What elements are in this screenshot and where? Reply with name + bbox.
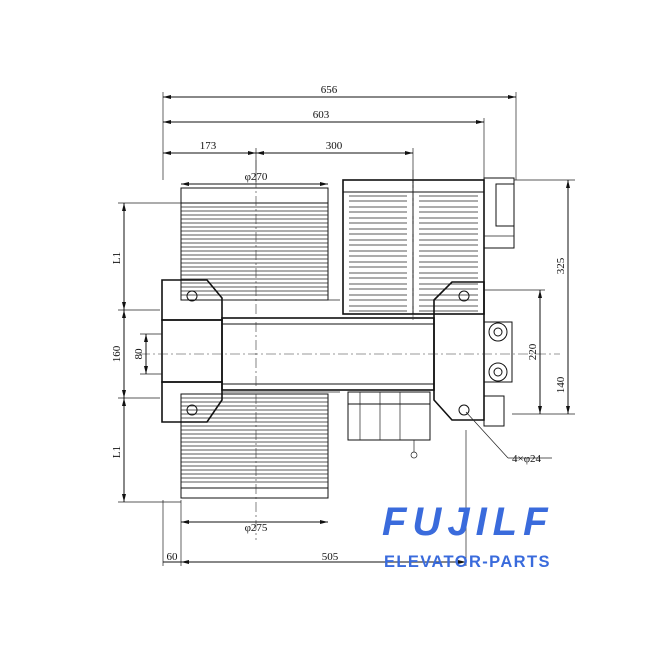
top-dimensions: 656 603 173 300 φ270 bbox=[162, 84, 517, 186]
dim-60: 60 bbox=[167, 551, 179, 563]
dim-220: 220 bbox=[527, 343, 539, 360]
brake-assembly bbox=[347, 391, 431, 459]
dim-160: 160 bbox=[111, 345, 123, 362]
upper-sheave bbox=[180, 187, 329, 301]
dim-l1-lower: L1 bbox=[111, 446, 123, 458]
dim-505: 505 bbox=[322, 551, 339, 563]
dim-656: 656 bbox=[321, 84, 338, 96]
dim-holes: 4×φ24 bbox=[512, 453, 542, 465]
right-bracket bbox=[433, 281, 513, 427]
center-lines bbox=[140, 160, 560, 540]
dim-phi-275: φ275 bbox=[245, 522, 268, 534]
motor-housing bbox=[342, 177, 515, 315]
bottom-dimensions: φ275 60 505 bbox=[162, 430, 467, 566]
dim-325: 325 bbox=[555, 257, 567, 274]
right-dimensions: 325 220 140 4×φ24 bbox=[465, 179, 575, 465]
dim-140: 140 bbox=[555, 376, 567, 393]
lower-sheave bbox=[180, 393, 329, 499]
left-bracket bbox=[161, 279, 223, 423]
dim-173: 173 bbox=[200, 140, 217, 152]
left-dimensions: L1 160 80 L1 bbox=[111, 202, 181, 503]
dim-l1-upper: L1 bbox=[111, 252, 123, 264]
dim-603: 603 bbox=[313, 109, 330, 121]
dim-300: 300 bbox=[326, 140, 343, 152]
dim-80: 80 bbox=[133, 348, 145, 360]
dim-phi-270: φ270 bbox=[245, 171, 268, 183]
